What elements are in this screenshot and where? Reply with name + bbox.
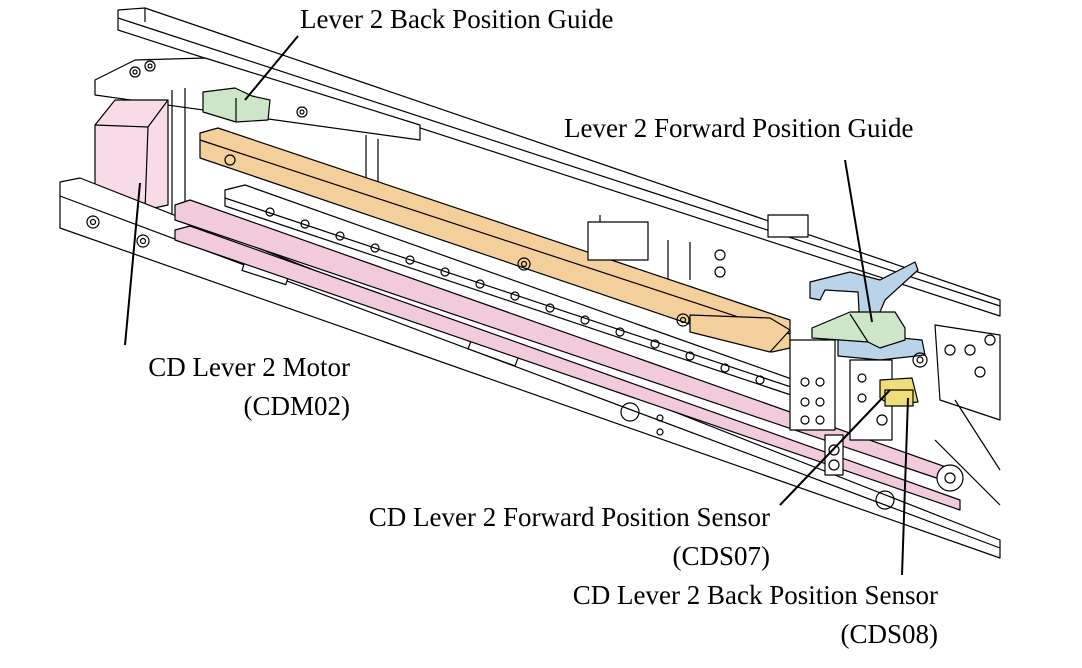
label-back-sensor-name: CD Lever 2 Back Position Sensor (572, 580, 938, 610)
label-motor-code: (CDM02) (243, 391, 351, 421)
mid-block (587, 214, 809, 278)
belt (174, 199, 964, 511)
leader-forward-sensor (779, 389, 891, 506)
back-guide-part (202, 87, 271, 123)
label-forward-sensor-name: CD Lever 2 Forward Position Sensor (368, 502, 770, 532)
leader-lines (124, 35, 909, 576)
leader-motor (124, 182, 141, 346)
top-rail (117, 7, 1001, 317)
label-forward-sensor-code: (CDS07) (672, 541, 770, 571)
label-forward-guide: Lever 2 Forward Position Guide (564, 113, 914, 143)
label-motor-name: CD Lever 2 Motor (148, 352, 350, 382)
motor (94, 99, 169, 211)
forward-guide-part (811, 311, 906, 349)
leader-back-guide (244, 35, 299, 101)
label-back-sensor-code: (CDS08) (840, 619, 938, 649)
label-back-guide: Lever 2 Back Position Guide (300, 4, 614, 34)
leader-back-sensor (901, 397, 909, 576)
right-end-plate (934, 324, 1001, 506)
leader-forward-guide (844, 159, 873, 323)
sensor-assembly (789, 339, 928, 476)
